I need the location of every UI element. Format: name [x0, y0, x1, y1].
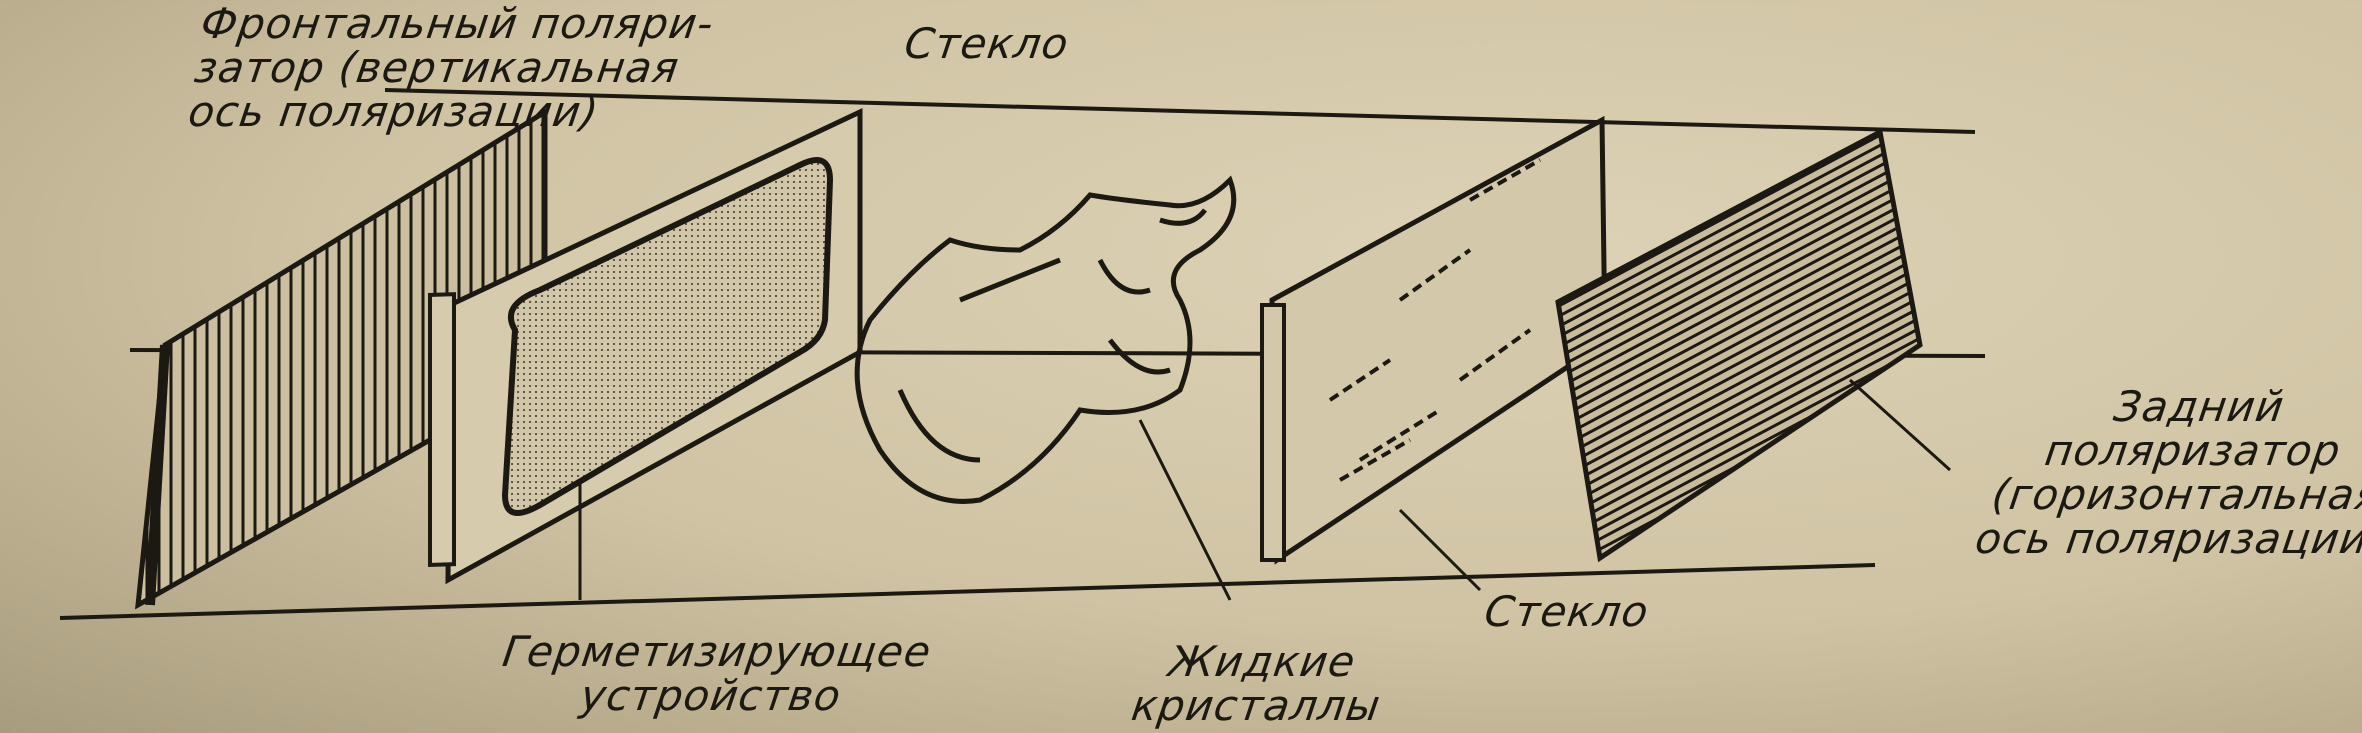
- label-line: (горизонтальная: [1988, 470, 2362, 519]
- label-line: затор (вертикальная: [191, 43, 683, 92]
- label-glass-top: Стекло: [901, 19, 1073, 68]
- label-line: Фронтальный поляри-: [197, 0, 718, 48]
- sealing-window: [501, 157, 834, 516]
- bottom-guide-line: [59, 563, 1876, 620]
- label-line: кристаллы: [1128, 681, 1384, 730]
- label-line: Герметизирующее: [499, 627, 935, 676]
- label-line: ось поляризации): [1972, 514, 2362, 563]
- label-glass-bottom: Стекло: [1481, 587, 1653, 636]
- rear-glass: [1269, 115, 1608, 565]
- top-guide-line: [384, 88, 1976, 134]
- label-line: ось поляризации): [185, 87, 603, 136]
- label-line: Задний: [2110, 382, 2288, 431]
- label-sealing-device: Герметизирующее устройство: [494, 627, 935, 720]
- label-line: устройство: [577, 671, 845, 720]
- label-line: Жидкие: [1165, 637, 1359, 686]
- label-front-polarizer: Фронтальный поляри- затор (вертикальная …: [185, 0, 718, 136]
- liquid-crystals-blob: [854, 175, 1237, 504]
- back-polarizer: [1555, 128, 1923, 563]
- label-liquid-crystals: Жидкие кристаллы: [1128, 637, 1390, 730]
- label-back-polarizer: Задний поляризатор (горизонтальная ось п…: [1972, 382, 2362, 563]
- label-line: поляризатор: [2042, 426, 2345, 475]
